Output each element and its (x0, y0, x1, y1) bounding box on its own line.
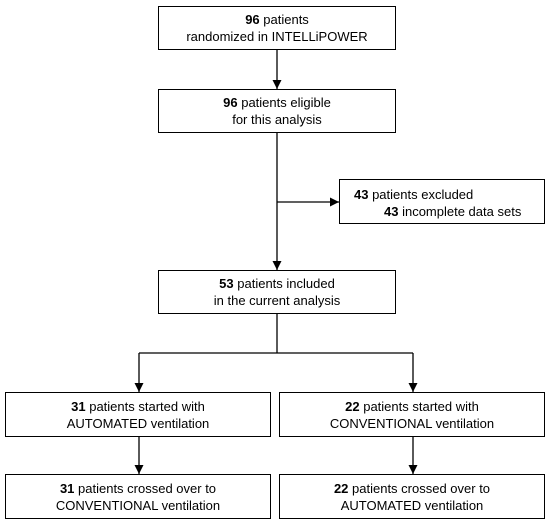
excluded-line2: 43 incomplete data sets (354, 203, 544, 220)
left-arm-crossover-line2: CONVENTIONAL ventilation (55, 497, 221, 513)
excluded-box: 43 patients excluded 43 incomplete data … (339, 179, 545, 224)
eligible-line2: for this analysis (232, 112, 322, 127)
left-arm-start-count: 31 (71, 398, 86, 414)
right-arm-start-line1: 22 patients started with (345, 398, 479, 415)
randomized-label: patients (259, 12, 309, 27)
left-arm-start-line2: AUTOMATED ventilation (66, 415, 210, 431)
left-arm-crossover-label: patients crossed over to (74, 480, 217, 496)
eligible-count: 96 (223, 95, 238, 110)
randomized-box: 96 patients randomized in INTELLiPOWER (158, 6, 396, 50)
left-arm-start-label: patients started with (85, 398, 205, 414)
excluded-sub-count: 43 (384, 204, 399, 219)
right-arm-crossover-line1: 22 patients crossed over to (334, 480, 490, 497)
left-arm-crossover-count: 31 (59, 480, 75, 496)
left-arm-start-line1: 31 patients started with (71, 398, 205, 415)
left-arm-start-box: 31 patients started with AUTOMATED venti… (5, 392, 271, 437)
right-arm-start-count: 22 (345, 398, 360, 414)
eligible-label: patients eligible (237, 95, 331, 110)
left-arm-crossover-box: 31 patients crossed over to CONVENTIONAL… (5, 474, 271, 519)
included-label: patients included (233, 276, 335, 291)
right-arm-start-box: 22 patients started with CONVENTIONAL ve… (279, 392, 545, 437)
eligible-box: 96 patients eligible for this analysis (158, 89, 396, 133)
included-line2: in the current analysis (213, 293, 341, 308)
excluded-line1: 43 patients excluded (354, 186, 544, 203)
randomized-count: 96 (245, 12, 260, 27)
excluded-count: 43 (354, 187, 369, 202)
right-arm-start-line2: CONVENTIONAL ventilation (329, 415, 495, 431)
included-count: 53 (219, 276, 234, 291)
randomized-line1: 96 patients (245, 11, 309, 28)
eligible-line1: 96 patients eligible (223, 94, 331, 111)
included-box: 53 patients included in the current anal… (158, 270, 396, 314)
excluded-sub-label: incomplete data sets (398, 204, 522, 219)
right-arm-crossover-box: 22 patients crossed over to AUTOMATED ve… (279, 474, 545, 519)
right-arm-crossover-line2: AUTOMATED ventilation (340, 497, 484, 513)
randomized-line2: randomized in INTELLiPOWER (186, 29, 368, 44)
right-arm-crossover-label: patients crossed over to (348, 480, 491, 496)
included-line1: 53 patients included (219, 275, 335, 292)
right-arm-crossover-count: 22 (333, 480, 349, 496)
right-arm-start-label: patients started with (359, 398, 479, 414)
left-arm-crossover-line1: 31 patients crossed over to (60, 480, 216, 497)
excluded-label: patients excluded (368, 187, 474, 202)
